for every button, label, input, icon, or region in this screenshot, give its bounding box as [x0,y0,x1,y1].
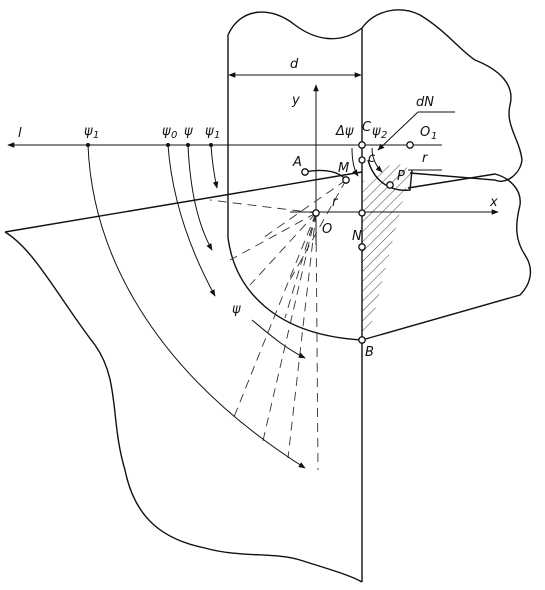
label-r-small: r [332,195,339,210]
label-P: P [397,169,405,184]
hatched-region [362,162,412,332]
point-N [358,209,366,217]
label-psi1-left-sub: 1 [93,130,99,141]
label-psi2: ψ [372,124,381,139]
point-O [312,209,320,217]
label-O1-sub: 1 [431,131,437,142]
label-psi1-right-sub: 1 [214,130,220,141]
point-N2 [358,243,366,251]
label-l: l [18,126,22,141]
point-P [386,181,394,189]
label-O1: O [420,125,430,140]
point-C [358,141,366,149]
right-body-outline [361,9,523,182]
radial-dashed-lines [209,179,347,471]
contour-arc-AB [227,237,363,341]
point-O1 [406,141,414,149]
label-x: x [489,195,498,210]
label-A: A [292,155,302,170]
label-c: c [368,151,375,166]
label-C: C [362,120,372,135]
label-psi0: ψ [162,124,171,139]
left-body-top-edge [4,171,363,233]
label-dN: dN [416,95,434,110]
point-C2 [358,156,366,164]
top-block-outline [227,11,363,238]
label-psi1-right: ψ [205,124,214,139]
point-B [358,336,366,344]
label-d: d [290,57,299,72]
label-M: M [338,161,349,176]
label-psi0-sub: 0 [171,130,177,141]
right-lower-body-outline [361,173,532,341]
point-M [342,176,350,184]
label-delta-psi: Δψ [335,124,354,139]
label-r-right: r [422,151,429,166]
left-body-outline [4,231,363,583]
label-psi2-sub: 2 [381,130,387,141]
label-psi-main: ψ [232,302,241,317]
point-A [301,168,309,176]
label-y: y [291,93,300,108]
label-psi1-left: ψ [84,124,93,139]
dN-arrow [377,111,419,151]
label-B: B [365,345,374,360]
label-N: N [352,229,362,244]
label-psi-top: ψ [184,124,193,139]
label-O: O [322,222,332,237]
l-axis-ticks [86,143,213,147]
psi-arcs [87,144,383,469]
